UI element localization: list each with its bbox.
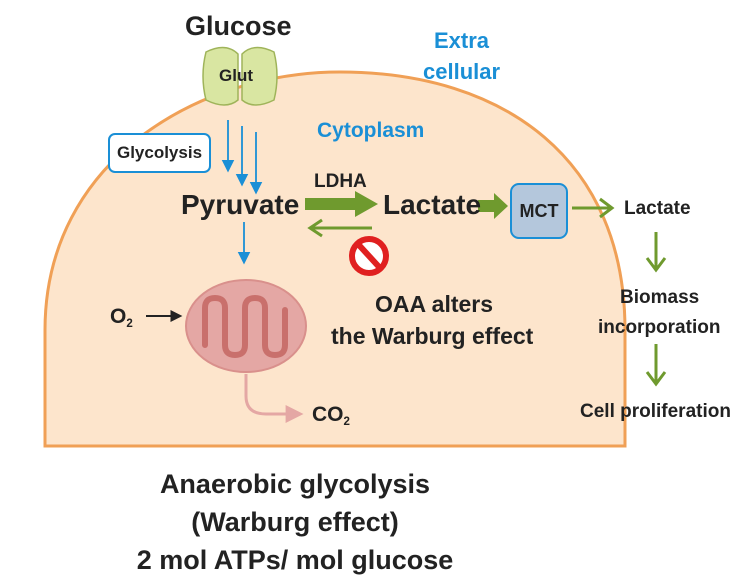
pyruvate-label: Pyruvate <box>181 189 300 220</box>
cytoplasm-label: Cytoplasm <box>317 119 425 142</box>
glut-label: Glut <box>219 66 253 85</box>
biomass-label-line1: Biomass <box>620 287 700 308</box>
title-line3: 2 mol ATPs/ mol glucose <box>136 545 454 575</box>
title-line1: Anaerobic glycolysis <box>159 469 431 499</box>
oaa-label-line1: OAA alters <box>375 291 494 317</box>
title-line2: (Warburg effect) <box>191 507 399 537</box>
o2-subscript: 2 <box>126 318 133 331</box>
mct-to-lactate-arrow <box>572 197 615 219</box>
ldha-reverse-arrow <box>307 218 372 238</box>
glycolysis-arrows <box>221 120 263 265</box>
o2-label: O2 <box>110 306 133 331</box>
extracellular-label-line2: cellular <box>423 59 501 84</box>
mitochondrion-icon <box>185 279 307 373</box>
co2-arrow <box>244 374 304 423</box>
lactate-outside-label: Lactate <box>624 198 691 219</box>
co2-main: CO <box>312 403 344 426</box>
glycolysis-label: Glycolysis <box>116 143 203 162</box>
oaa-label-line2: the Warburg effect <box>331 323 534 349</box>
mct-transporter: MCT <box>510 183 568 239</box>
ldha-forward-arrow <box>305 191 378 217</box>
extracellular-label-line1: Extra <box>434 28 490 53</box>
no-sign-icon <box>349 236 389 276</box>
glycolysis-box: Glycolysis <box>108 133 211 173</box>
glut-transporter-icon <box>202 46 278 106</box>
glucose-label: Glucose <box>185 11 292 41</box>
ldha-label: LDHA <box>314 171 367 192</box>
co2-subscript: 2 <box>343 416 350 429</box>
co2-label: CO2 <box>312 404 350 429</box>
downstream-arrows <box>645 232 667 387</box>
cell-proliferation-label: Cell proliferation <box>580 401 731 422</box>
lactate-to-mct-arrow <box>478 193 508 219</box>
o2-main: O <box>110 305 127 328</box>
biomass-label-line2: incorporation <box>598 317 721 338</box>
lactate-inside-label: Lactate <box>383 189 482 220</box>
mct-label: MCT <box>519 200 559 221</box>
